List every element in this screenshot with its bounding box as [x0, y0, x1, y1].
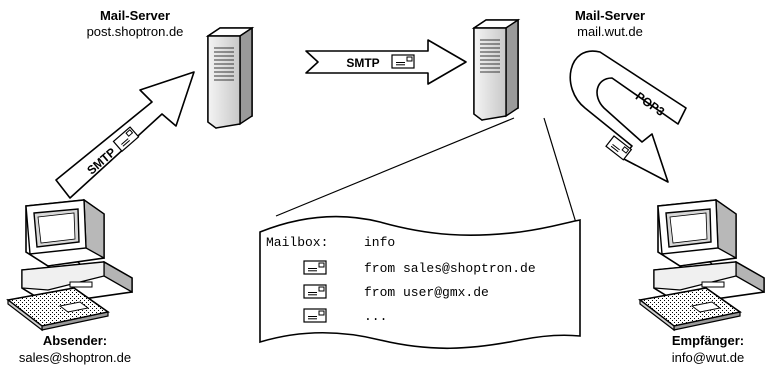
zoom-line-left: [275, 117, 515, 217]
left-mail-server-icon: [207, 27, 253, 129]
sender-title: Absender:: [43, 333, 107, 348]
right-server-title: Mail-Server: [575, 8, 645, 23]
smtp-transfer-arrow: SMTP: [305, 39, 467, 85]
mailbox-entry: from sales@shoptron.de: [303, 260, 536, 276]
sender-computer-icon: [7, 199, 133, 331]
left-server-host: post.shoptron.de: [87, 24, 184, 39]
mailbox-entry-text: from sales@shoptron.de: [364, 261, 536, 276]
mailbox-entry-text: from user@gmx.de: [364, 285, 489, 300]
sender-address: sales@shoptron.de: [19, 350, 131, 365]
left-server-title: Mail-Server: [100, 8, 170, 23]
pop3-download-arrow: POP3: [569, 50, 687, 183]
smtp-right-label: SMTP: [346, 56, 379, 70]
right-mail-server-icon: [473, 19, 519, 121]
receiver-title: Empfänger:: [672, 333, 744, 348]
smtp-upload-arrow: SMTP: [55, 71, 195, 199]
zoom-line-right: [543, 117, 581, 237]
mailbox-name: info: [364, 235, 395, 250]
receiver-computer-icon: [639, 199, 765, 331]
mailbox-label: Mailbox:: [266, 235, 328, 250]
envelope-icon: [303, 308, 327, 323]
envelope-icon: [303, 284, 327, 299]
envelope-icon: [303, 260, 327, 275]
mailbox-entry-text: ...: [364, 309, 387, 324]
mailbox-entry: ...: [303, 308, 387, 324]
mailbox-panel: Mailbox: info from sales@shoptron.de fro…: [259, 215, 581, 350]
envelope-icon: [391, 54, 415, 69]
right-server-host: mail.wut.de: [577, 24, 643, 39]
receiver-address: info@wut.de: [672, 350, 744, 365]
mailbox-entry: from user@gmx.de: [303, 284, 489, 300]
